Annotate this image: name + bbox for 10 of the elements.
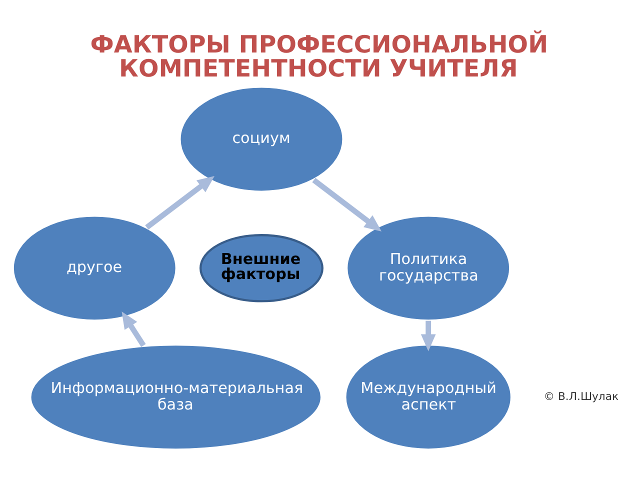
diagram-title: ФАКТОРЫ ПРОФЕССИОНАЛЬНОЙ КОМПЕТЕНТНОСТИ УЧИТЕЛЯ <box>90 30 548 82</box>
arrow <box>145 176 215 230</box>
node-ellipse: Внешние факторы <box>199 234 324 302</box>
arrow <box>420 320 436 352</box>
arrow <box>312 178 382 232</box>
label: © В.Л.Шулак <box>544 390 619 403</box>
node-ellipse: Информационно-материальная база <box>29 343 323 451</box>
node-ellipse: Международный аспект <box>344 343 513 451</box>
arrow <box>122 312 146 347</box>
node-ellipse: другое <box>12 214 178 322</box>
